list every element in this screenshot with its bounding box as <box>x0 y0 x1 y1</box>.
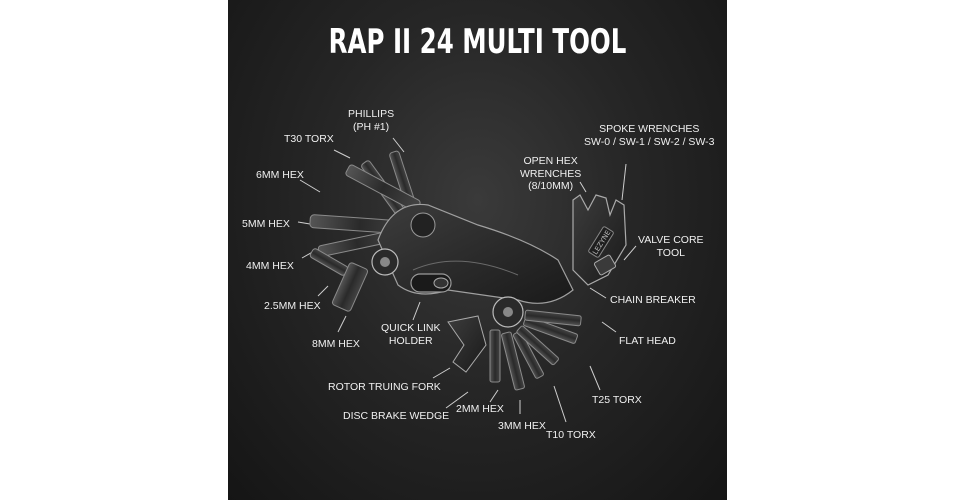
label-4mm-hex: 4MM HEX <box>246 260 294 272</box>
label-5mm-hex: 5MM HEX <box>242 218 290 230</box>
chain-breaker-assembly: LEZYNE <box>572 194 627 286</box>
label-6mm-hex: 6MM HEX <box>256 169 304 181</box>
label-3mm-hex: 3MM HEX <box>498 420 546 432</box>
label-2mm-hex: 2MM HEX <box>456 403 504 415</box>
label-disc-brake-wedge: DISC BRAKE WEDGE <box>343 410 450 422</box>
product-title: RAP II 24 MULTI TOOL <box>328 22 627 62</box>
label-flat-head: FLAT HEAD <box>619 335 676 347</box>
label-t10-torx: T10 TORX <box>546 429 596 441</box>
tool-body <box>371 203 574 328</box>
label-phillips: PHILLIPS(PH #1) <box>348 108 395 133</box>
lower-bits <box>447 309 582 391</box>
leader-lines <box>297 137 637 423</box>
label-t25-torx: T25 TORX <box>592 394 642 406</box>
label-chain-breaker: CHAIN BREAKER <box>610 294 696 306</box>
label-2-5mm-hex: 2.5MM HEX <box>264 300 321 312</box>
label-8mm-hex: 8MM HEX <box>312 338 360 350</box>
label-t30-torx: T30 TORX <box>284 133 334 145</box>
product-panel: RAP II 24 MULTI TOOL <box>228 0 727 500</box>
multi-tool-illustration: LEZYNE <box>297 137 637 423</box>
label-rotor-truing-fork: ROTOR TRUING FORK <box>328 381 441 393</box>
